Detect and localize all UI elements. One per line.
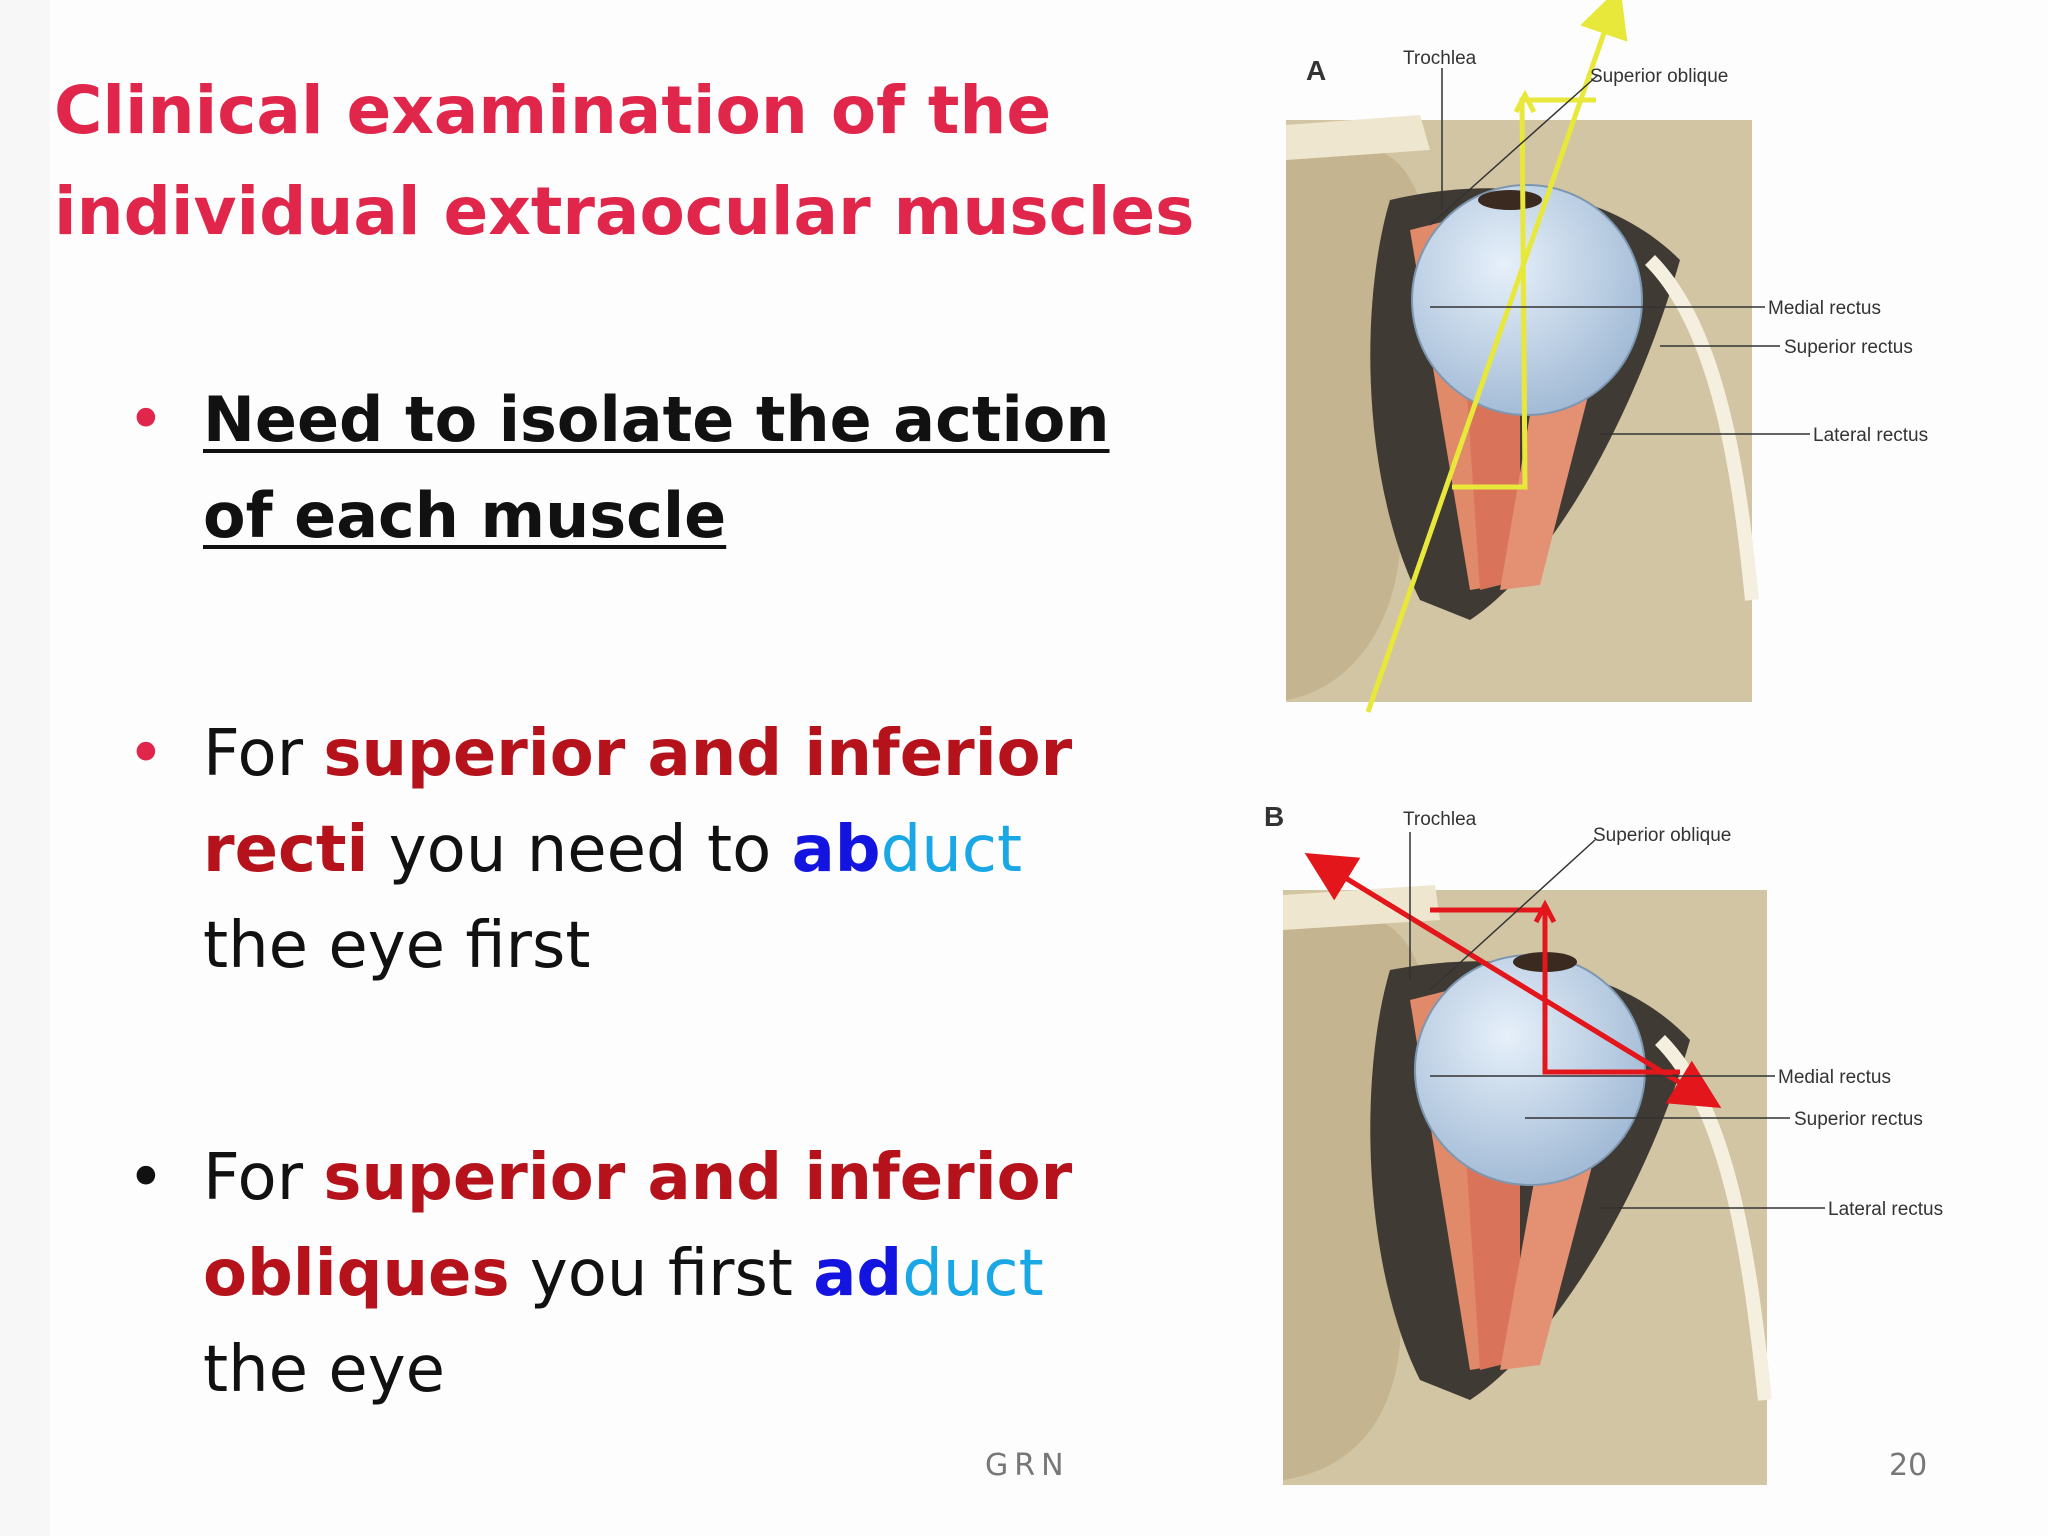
bullet-2-line-3: the eye first	[203, 909, 591, 983]
figure-a-lateral-wall	[1645, 255, 1759, 601]
bullet-dot: •	[127, 383, 165, 457]
bullet-1-line-1: Need to isolate the action	[203, 383, 1110, 456]
bullet-3-prefix: For	[203, 1141, 324, 1215]
title-line-1: Clinical examination of the	[54, 72, 1052, 149]
figure-b-arrow-vector	[1430, 907, 1680, 1075]
figure-b: B Trochlea Superior oblique Medial rectu…	[1264, 801, 1943, 1485]
page-number: 20	[1889, 1448, 1928, 1483]
bullet-2-highlight-2: recti	[203, 813, 369, 887]
bullet-3-highlight-1: superior and inferior	[323, 1141, 1073, 1215]
figure-b-letter: B	[1264, 801, 1284, 832]
figure-a-eyeball	[1411, 184, 1643, 416]
bullet-2-verb-a: ab	[791, 813, 881, 887]
figure-a-roof	[1286, 115, 1430, 160]
bullet-2-middle: you need to	[368, 813, 792, 887]
figure-b-label-medial-rectus: Medial rectus	[1778, 1067, 1891, 1088]
bullet-3-line-3: the eye	[203, 1333, 445, 1407]
figure-a-letter: A	[1306, 55, 1326, 86]
slide-title: Clinical examination of the individual e…	[54, 60, 1234, 262]
figure-a-label-lateral-rectus: Lateral rectus	[1813, 425, 1928, 446]
figure-a-label-medial-rectus: Medial rectus	[1768, 298, 1881, 319]
footer-text: GRN	[985, 1448, 1070, 1483]
bullet-3-highlight-2: obliques	[203, 1237, 510, 1311]
figure-a-arrow-up	[1513, 89, 1537, 114]
figure-a-arrow-oblique	[1365, 0, 1628, 713]
figure-a-label-superior-oblique: Superior oblique	[1590, 66, 1728, 87]
bullet-2-prefix: For	[203, 717, 324, 791]
figure-b-arrow-oblique-reverse	[1304, 852, 1702, 1098]
figure-a-cornea	[1478, 190, 1542, 210]
bullet-2-verb-b: duct	[880, 813, 1023, 887]
bullet-dot: •	[127, 1141, 165, 1215]
bullet-3-verb-b: duct	[902, 1237, 1044, 1311]
title-line-2: individual extraocular muscles	[54, 173, 1195, 250]
bullet-dot: •	[127, 717, 165, 791]
figure-b-label-trochlea: Trochlea	[1403, 809, 1477, 830]
bullet-1-line-2: of each muscle	[203, 479, 727, 552]
figure-a-label-trochlea: Trochlea	[1403, 48, 1477, 69]
bullet-2-highlight-1: superior and inferior	[323, 717, 1073, 791]
bullet-3-middle: you first	[509, 1237, 814, 1311]
figure-b-label-lateral-rectus: Lateral rectus	[1828, 1199, 1943, 1220]
figure-b-arrow-up	[1533, 899, 1557, 924]
bullet-3-verb-a: ad	[813, 1237, 903, 1311]
figure-b-label-superior-rectus: Superior rectus	[1794, 1109, 1923, 1130]
figure-a-label-superior-rectus: Superior rectus	[1784, 337, 1913, 358]
figure-a: A Trochlea Superior oblique Medial rectu…	[1286, 0, 1928, 713]
figure-b-label-superior-oblique: Superior oblique	[1593, 825, 1731, 846]
